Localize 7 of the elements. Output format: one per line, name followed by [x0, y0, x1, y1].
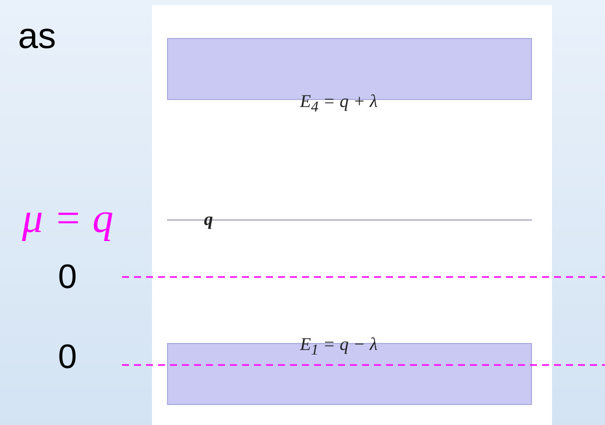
- level-label: q: [204, 210, 213, 228]
- zero-label: 0: [58, 340, 77, 374]
- chemical-potential-label: μ = q: [22, 198, 114, 240]
- zero-label: 0: [58, 260, 77, 294]
- word-label: as: [18, 18, 56, 54]
- energy-label: E$_{1}$ = q − λ: [300, 333, 378, 361]
- energy-label: E$_{4}$ = q + λ: [300, 90, 378, 118]
